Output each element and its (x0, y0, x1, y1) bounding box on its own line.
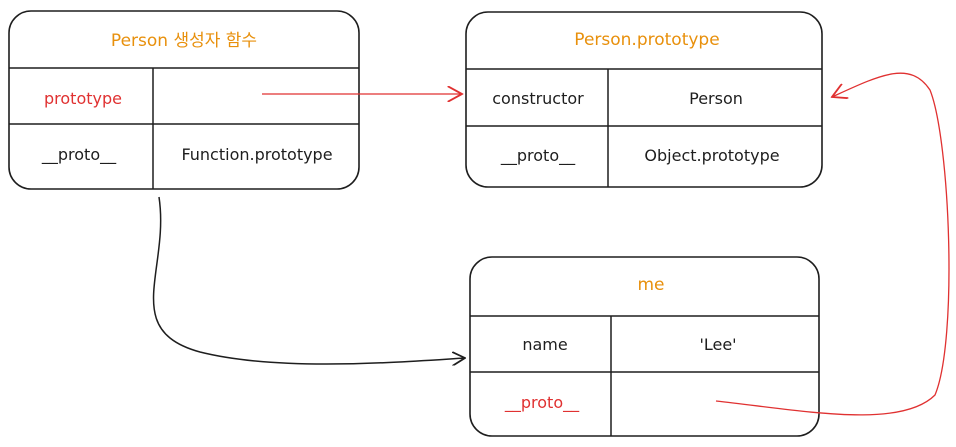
person-constructor-proto-value: Function.prototype (181, 145, 332, 164)
constructor-creates-instance-arrow (152, 196, 465, 364)
person-prototype-constructor-key: constructor (492, 89, 584, 108)
person-prototype-proto-key: __proto__ (500, 146, 576, 166)
person-constructor-box: Person 생성자 함수 prototype __proto__ Functi… (8, 10, 360, 190)
me-name-value: 'Lee' (699, 335, 736, 354)
me-proto-key: __proto__ (504, 393, 580, 413)
person-constructor-title: Person 생성자 함수 (111, 31, 257, 51)
person-prototype-proto-value: Object.prototype (644, 146, 779, 165)
me-name-key: name (522, 335, 567, 354)
me-instance-box: me name 'Lee' __proto__ (469, 256, 820, 437)
person-prototype-constructor-value: Person (689, 89, 743, 108)
person-constructor-prototype-key: prototype (44, 89, 122, 108)
person-constructor-proto-key: __proto__ (41, 145, 117, 165)
person-prototype-box: Person.prototype constructor Person __pr… (465, 11, 823, 188)
person-prototype-title: Person.prototype (574, 30, 719, 50)
instance-proto-link-arrow (715, 72, 950, 416)
me-instance-title: me (637, 275, 664, 295)
